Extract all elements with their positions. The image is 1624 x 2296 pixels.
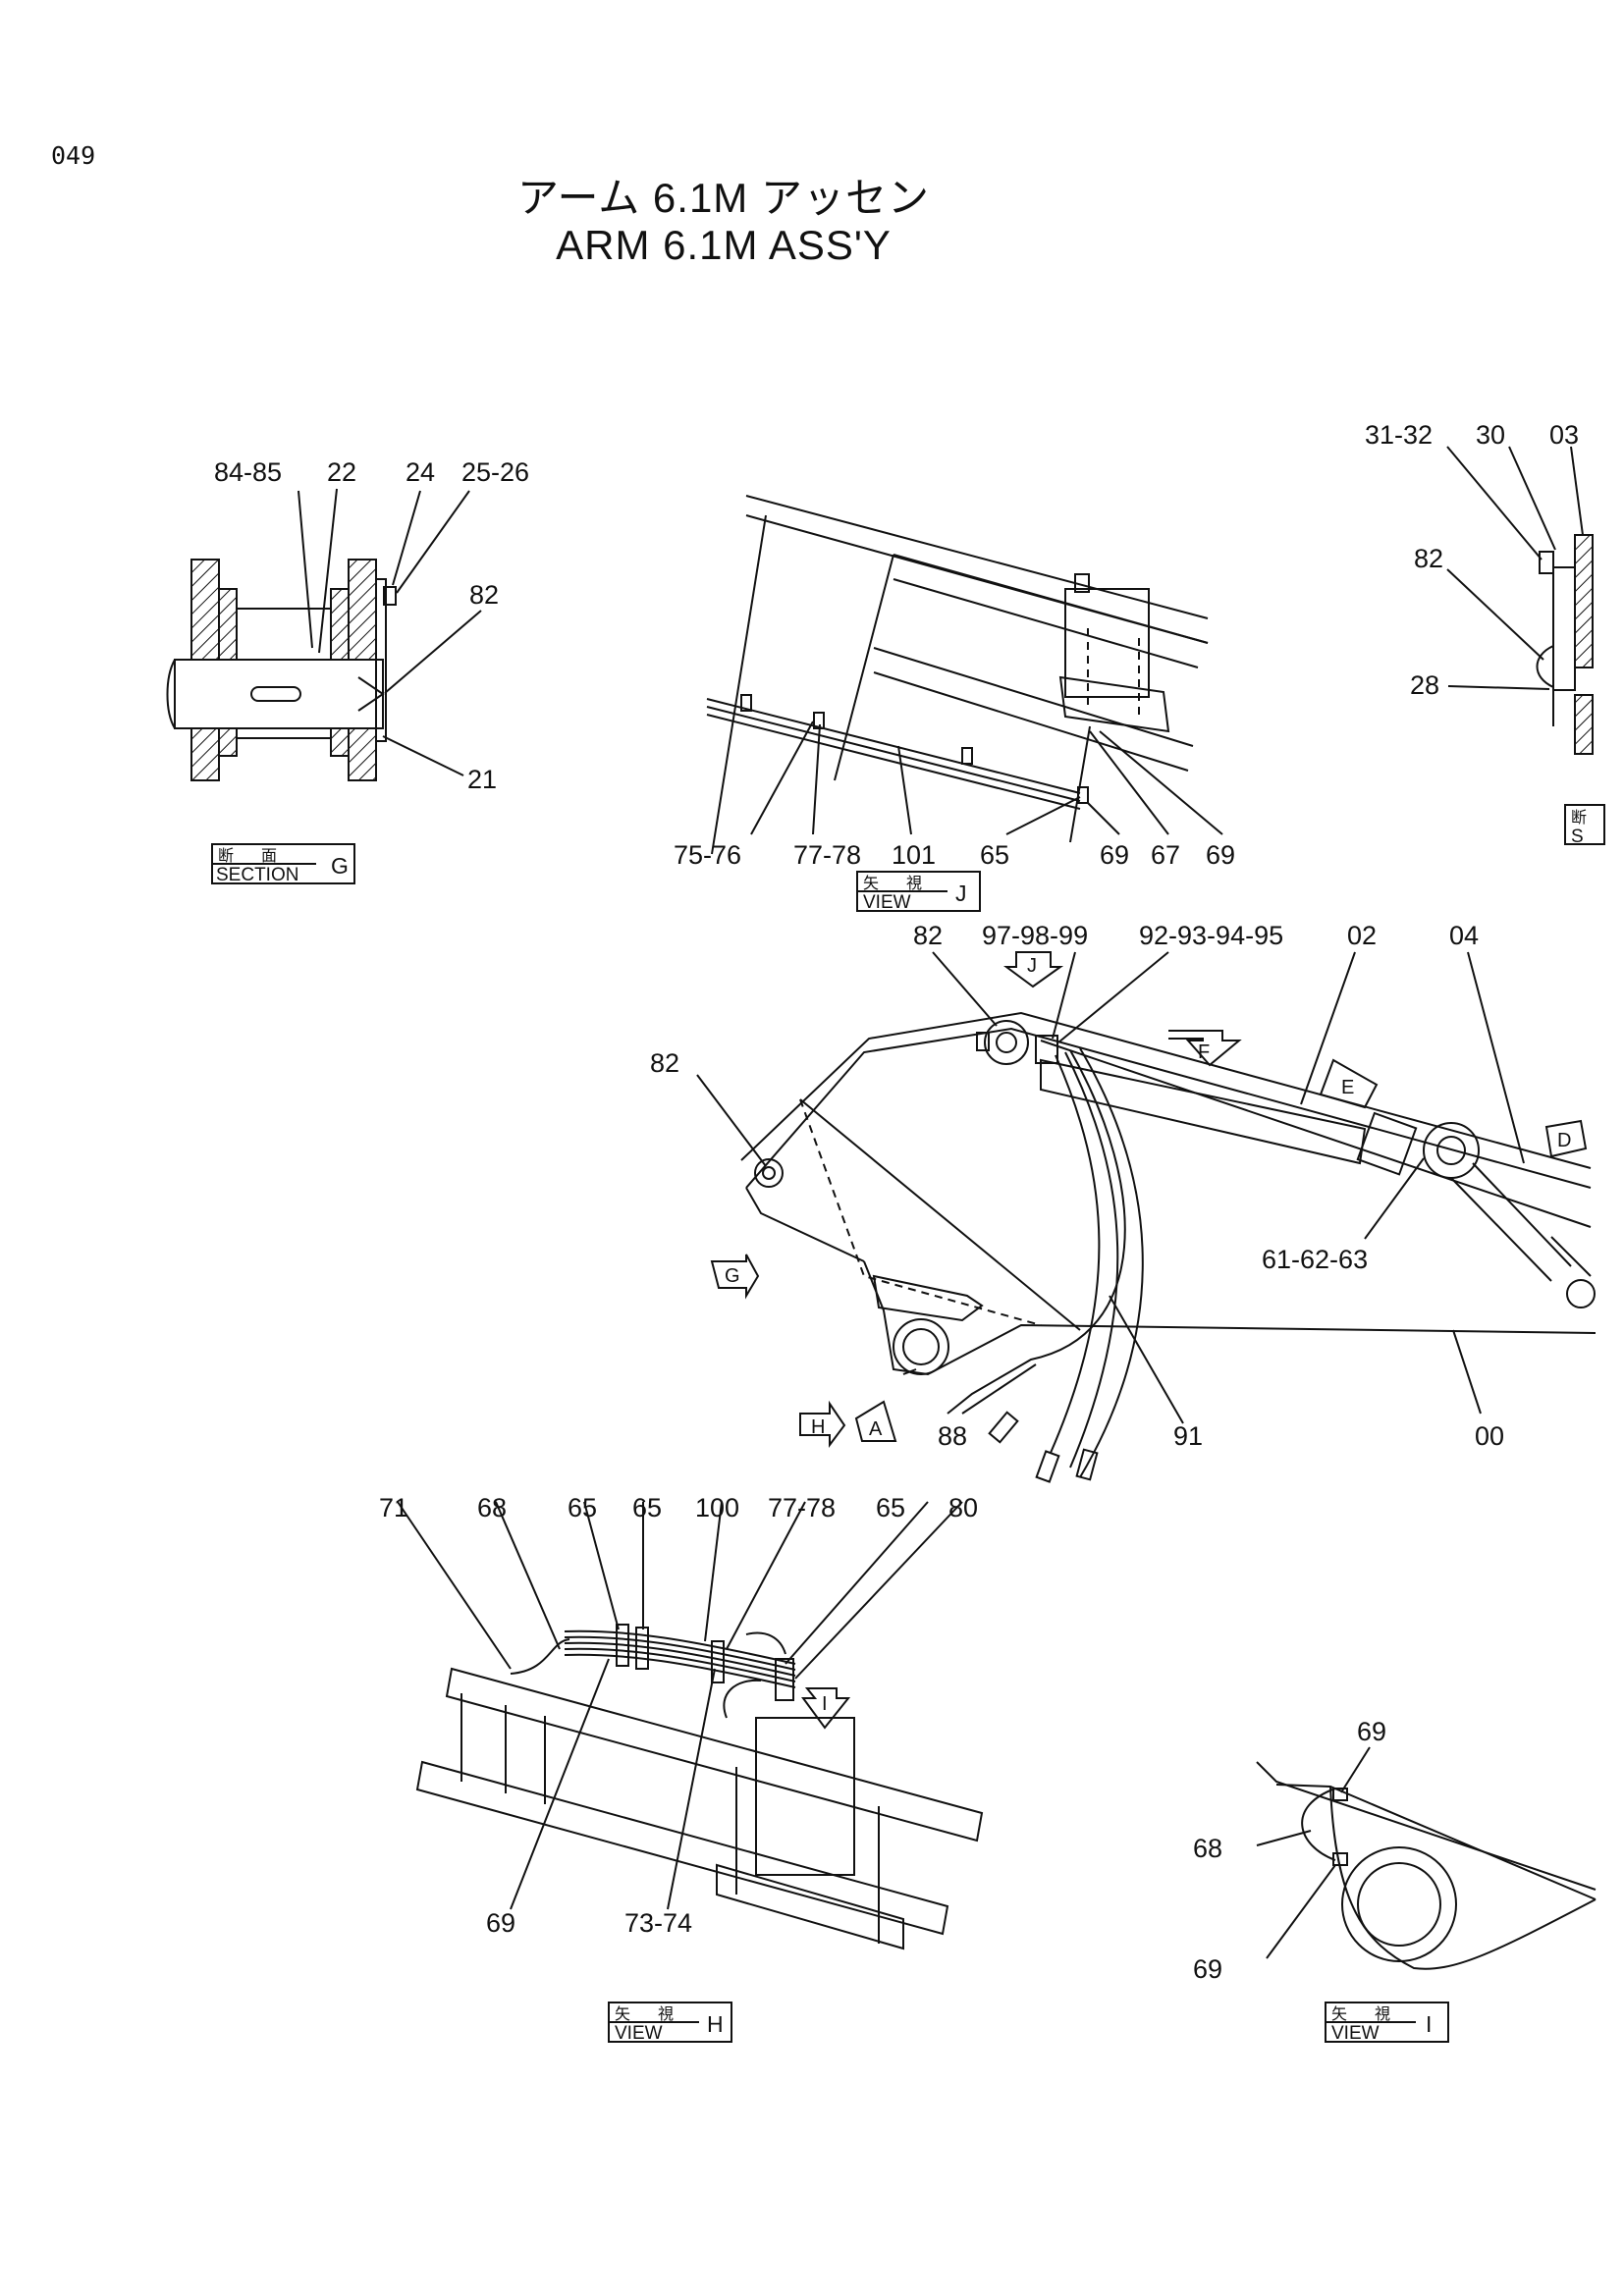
- label-80: 80: [948, 1493, 978, 1522]
- view-i-drawing: [1256, 1746, 1597, 1970]
- view-h-en: VIEW: [615, 2023, 663, 2044]
- view-j-letter: J: [955, 881, 967, 906]
- view-j-drawing: [706, 495, 1223, 855]
- view-h-jp: 矢 視: [615, 2005, 679, 2023]
- label-82-left: 82: [650, 1048, 679, 1078]
- section-g-en: SECTION: [216, 865, 298, 885]
- label-22: 22: [327, 457, 356, 487]
- label-100: 100: [695, 1493, 739, 1522]
- title-japanese: アーム 6.1M アッセン: [517, 175, 930, 221]
- label-65-h1: 65: [568, 1493, 597, 1522]
- view-arrow-d: D: [1557, 1130, 1571, 1151]
- label-77-78-h: 77-78: [768, 1493, 836, 1522]
- label-28: 28: [1410, 670, 1439, 700]
- title-english: ARM 6.1M ASS'Y: [556, 222, 892, 268]
- label-82: 82: [469, 580, 499, 610]
- label-82-main: 82: [913, 921, 943, 950]
- label-24: 24: [406, 457, 435, 487]
- view-arrow-shapes: [710, 951, 1588, 1730]
- view-i-letter: I: [1426, 2011, 1432, 2037]
- view-arrow-e: E: [1341, 1077, 1354, 1098]
- view-h-drawing: [397, 1501, 984, 1950]
- label-77-78: 77-78: [793, 840, 861, 870]
- label-30: 30: [1476, 420, 1505, 450]
- label-69-i1: 69: [1357, 1717, 1386, 1746]
- label-73-74: 73-74: [624, 1908, 692, 1938]
- view-i-jp: 矢 視: [1331, 2005, 1396, 2023]
- section-s-box-frame: [1564, 804, 1605, 845]
- label-92-93-94-95: 92-93-94-95: [1139, 921, 1283, 950]
- label-75-76: 75-76: [674, 840, 741, 870]
- view-j-en: VIEW: [863, 892, 911, 913]
- label-101: 101: [892, 840, 936, 870]
- section-top-right-drawing: [1446, 446, 1594, 755]
- label-65-h2: 65: [632, 1493, 662, 1522]
- label-03: 03: [1549, 420, 1579, 450]
- label-00: 00: [1475, 1421, 1504, 1451]
- view-j-jp: 矢 視: [863, 875, 928, 892]
- label-71: 71: [379, 1493, 408, 1522]
- label-69-h: 69: [486, 1908, 515, 1938]
- section-s-en: S: [1571, 827, 1584, 847]
- label-68-i: 68: [1193, 1834, 1222, 1863]
- section-g-letter: G: [331, 853, 349, 879]
- label-97-98-99: 97-98-99: [982, 921, 1088, 950]
- label-65-h3: 65: [876, 1493, 905, 1522]
- page-number: 049: [51, 141, 96, 170]
- label-04: 04: [1449, 921, 1479, 950]
- label-69-b: 69: [1206, 840, 1235, 870]
- label-67: 67: [1151, 840, 1180, 870]
- label-31-32: 31-32: [1365, 420, 1433, 450]
- label-25-26: 25-26: [461, 457, 529, 487]
- view-arrow-j: J: [1027, 955, 1037, 977]
- view-arrow-g: G: [725, 1265, 740, 1287]
- section-g-drawing: [166, 488, 482, 781]
- label-91: 91: [1173, 1421, 1203, 1451]
- label-84-85: 84-85: [214, 457, 282, 487]
- view-arrow-h: H: [811, 1416, 825, 1438]
- view-arrow-f: F: [1198, 1041, 1210, 1063]
- view-arrow-a: A: [869, 1418, 883, 1440]
- view-h-letter: H: [707, 2011, 724, 2037]
- label-65: 65: [980, 840, 1009, 870]
- label-61-62-63: 61-62-63: [1262, 1245, 1368, 1274]
- label-82-right: 82: [1414, 544, 1443, 573]
- label-02: 02: [1347, 921, 1377, 950]
- section-s-jp: 断: [1571, 809, 1593, 827]
- label-69: 69: [1100, 840, 1129, 870]
- label-88: 88: [938, 1421, 967, 1451]
- label-21: 21: [467, 765, 497, 794]
- view-arrow-i: I: [822, 1693, 828, 1715]
- view-i-en: VIEW: [1331, 2023, 1380, 2044]
- label-68: 68: [477, 1493, 507, 1522]
- label-69-i2: 69: [1193, 1954, 1222, 1984]
- main-arm-drawing: [696, 951, 1597, 1483]
- section-g-jp: 断 面: [218, 847, 283, 865]
